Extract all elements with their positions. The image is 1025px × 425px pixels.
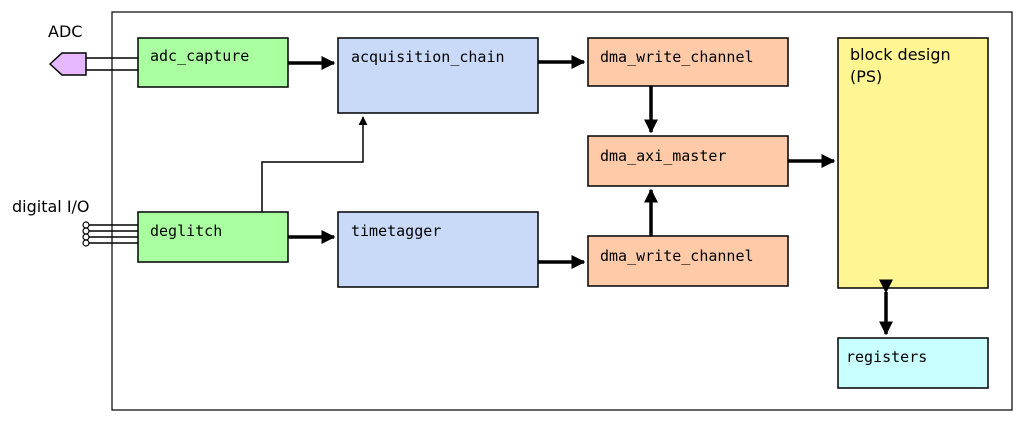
svg-text:block design: block design [850,45,951,64]
svg-text:dma_write_channel: dma_write_channel [600,247,754,265]
svg-text:dma_axi_master: dma_axi_master [600,147,726,165]
dma-write-channel-top-block: dma_write_channel [587,37,789,87]
io-pin-icon [82,239,90,247]
deglitch-block: deglitch [137,211,289,263]
io-pin-icon [82,221,90,229]
svg-text:(PS): (PS) [850,67,882,86]
adc-label: ADC [48,22,82,41]
adc-connector-icon [48,52,87,76]
adc-capture-block: adc_capture [137,37,289,88]
registers-block: registers [837,337,989,389]
connections [261,55,893,336]
timetagger-block: timetagger [337,211,539,288]
svg-text:dma_write_channel: dma_write_channel [600,48,754,66]
digital-io-pins [82,221,138,247]
dma-axi-master-block: dma_axi_master [587,135,789,187]
block-design-ps-block: block design (PS) [837,37,989,289]
io-pin-icon [82,233,90,241]
dma-write-channel-bottom-block: dma_write_channel [587,235,789,287]
digital-io-label: digital I/O [12,197,90,216]
svg-text:acquisition_chain: acquisition_chain [351,48,505,66]
acquisition-chain-block: acquisition_chain [337,37,539,114]
svg-text:timetagger: timetagger [351,222,441,240]
svg-text:registers: registers [846,348,927,366]
svg-text:adc_capture: adc_capture [150,47,249,65]
io-pin-icon [82,227,90,235]
svg-text:deglitch: deglitch [150,222,222,240]
arrow-deglitch-to-acq [261,116,368,212]
